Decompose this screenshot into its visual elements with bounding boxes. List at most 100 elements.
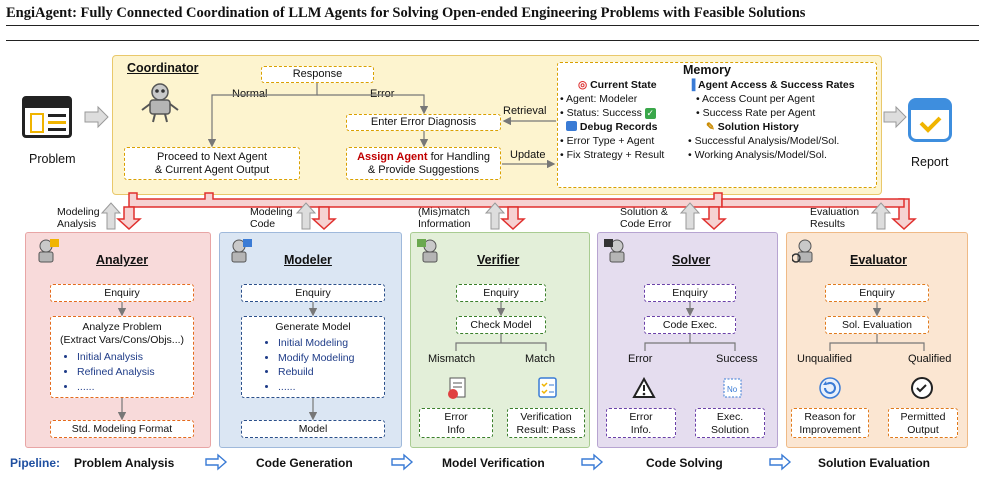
- analyzer-name: Analyzer: [96, 253, 149, 267]
- feedback-evaluator-line1: Evaluation: [810, 206, 860, 218]
- evaluator-left-out-2: Improvement: [799, 424, 861, 436]
- red-distribution-arrows: [128, 192, 723, 208]
- robot-analyzer-icon: [33, 238, 59, 269]
- solver-success-label: Success: [716, 353, 758, 365]
- checklist-icon: [537, 376, 559, 405]
- assign-agent-highlight: Assign Agent: [357, 151, 428, 163]
- solver-error-label: Error: [628, 353, 653, 365]
- modeler-task-title: Generate Model: [275, 321, 351, 333]
- check-circle-icon: [910, 376, 934, 405]
- bar-chart-icon: ▐: [688, 79, 696, 91]
- solver-right-out-1: Exec.: [716, 411, 744, 423]
- memory-title: Memory: [683, 63, 731, 77]
- feedback-verifier-line2: Information: [418, 218, 471, 230]
- robot-verifier-icon: [417, 238, 443, 269]
- pipeline-label: Pipeline:: [10, 456, 61, 470]
- problem-label: Problem: [29, 152, 76, 166]
- proceed-next-agent-box: Proceed to Next Agent & Current Agent Ou…: [124, 147, 300, 180]
- feedback-modeler-line2: Code: [250, 218, 276, 230]
- verifier-left-out-2: Info: [447, 424, 465, 436]
- evaluator-right-out-2: Output: [907, 424, 939, 436]
- modeler-output-box: Model: [241, 420, 385, 438]
- solver-enquiry-box: Enquiry: [644, 284, 736, 302]
- assign-line2: & Provide Suggestions: [367, 164, 480, 176]
- modeler-item-4: ......: [278, 380, 384, 395]
- feedback-analyzer-line1: Modeling: [57, 206, 100, 218]
- verifier-right-out-1: Verification: [520, 411, 572, 423]
- evaluator-unqualified-label: Unqualified: [797, 353, 853, 365]
- evaluator-name: Evaluator: [850, 253, 907, 267]
- retrieval-label: Retrieval: [503, 105, 547, 117]
- pipeline-stage-2: Code Generation: [256, 456, 353, 470]
- warning-icon: [632, 376, 656, 404]
- coordinator-title: Coordinator: [127, 61, 199, 75]
- modeler-item-3: Rebuild: [278, 365, 384, 380]
- modeler-task-box: Generate Model Initial Modeling Modify M…: [241, 316, 385, 398]
- modeler-enquiry-box: Enquiry: [241, 284, 385, 302]
- modeler-item-1: Initial Modeling: [278, 336, 384, 351]
- analyzer-task-box: Analyze Problem (Extract Vars/Cons/Objs.…: [50, 316, 194, 398]
- update-label: Update: [510, 149, 546, 161]
- title-rule-bottom: [6, 40, 979, 41]
- evaluator-reason-box: Reason for Improvement: [791, 408, 869, 438]
- analyzer-task-line1: Analyze Problem: [82, 321, 162, 333]
- assign-agent-rest: for Handling: [427, 151, 490, 163]
- solver-right-out-2: Solution: [711, 424, 749, 436]
- current-state-agent: Agent: Modeler: [566, 93, 638, 105]
- normal-label: Normal: [232, 88, 268, 100]
- debug-item-1: Error Type + Agent: [566, 135, 655, 147]
- evaluator-enquiry-box: Enquiry: [825, 284, 929, 302]
- feedback-verifier-line1: (Mis)match: [418, 206, 470, 218]
- access-item-2: Success Rate per Agent: [702, 107, 816, 119]
- robot-coordinator-icon: [138, 80, 182, 124]
- evaluator-permitted-box: Permitted Output: [888, 408, 958, 438]
- feedback-solver-line2: Code Error: [620, 218, 672, 230]
- current-state-title: Current State: [590, 79, 657, 91]
- analyzer-item-2: Refined Analysis: [77, 365, 193, 380]
- pipeline-stage-3: Model Verification: [442, 456, 545, 470]
- analyzer-output-box: Std. Modeling Format: [50, 420, 194, 438]
- analyzer-item-1: Initial Analysis: [77, 350, 193, 365]
- solver-task-box: Code Exec.: [644, 316, 736, 334]
- verifier-mismatch-label: Mismatch: [428, 353, 476, 365]
- verifier-name: Verifier: [477, 253, 520, 267]
- enter-error-diagnosis-box: Enter Error Diagnosis: [346, 114, 501, 131]
- verifier-error-info-box: Error Info: [419, 408, 493, 438]
- debug-title: Debug Records: [579, 121, 658, 133]
- problem-icon: [22, 96, 72, 138]
- red-down-arrows: [116, 198, 917, 231]
- error-label: Error: [370, 88, 395, 100]
- refresh-icon: [818, 376, 842, 405]
- feedback-solver-line1: Solution &: [620, 206, 668, 218]
- evaluator-qualified-label: Qualified: [908, 353, 952, 365]
- feedback-analyzer-line2: Analysis: [57, 218, 97, 230]
- verifier-right-out-2: Result: Pass: [516, 424, 576, 436]
- gray-up-arrows: [100, 202, 892, 230]
- pipeline-stage-4: Code Solving: [646, 456, 723, 470]
- evaluator-right-out-1: Permitted: [900, 411, 946, 423]
- access-rates-section: ▐ Agent Access & Success Rates • Access …: [688, 79, 855, 119]
- problem-arrow: [84, 105, 109, 129]
- analyzer-item-3: ......: [77, 380, 193, 395]
- title-rule-top: [6, 25, 979, 26]
- modeler-name: Modeler: [284, 253, 332, 267]
- proceed-line1: Proceed to Next Agent: [156, 151, 268, 163]
- verifier-task-box: Check Model: [456, 316, 546, 334]
- number-document-icon: No: [722, 377, 744, 404]
- evaluator-left-out-1: Reason for: [804, 411, 856, 423]
- solver-name: Solver: [672, 253, 711, 267]
- solver-exec-solution-box: Exec. Solution: [695, 408, 765, 438]
- feedback-modeler-line1: Modeling: [250, 206, 293, 218]
- feedback-evaluator-line2: Results: [810, 218, 846, 230]
- verifier-left-out-1: Error: [444, 411, 468, 423]
- access-title: Agent Access & Success Rates: [697, 79, 855, 91]
- report-icon: [908, 98, 952, 142]
- error-document-icon: [447, 376, 469, 405]
- robot-evaluator-icon: [791, 238, 818, 269]
- current-state-status: Status: Success: [566, 107, 642, 119]
- target-icon: ◎: [578, 79, 588, 91]
- history-item-1: Successful Analysis/Model/Sol.: [694, 135, 840, 147]
- feedback-solver: Solution &Code Error: [620, 206, 671, 230]
